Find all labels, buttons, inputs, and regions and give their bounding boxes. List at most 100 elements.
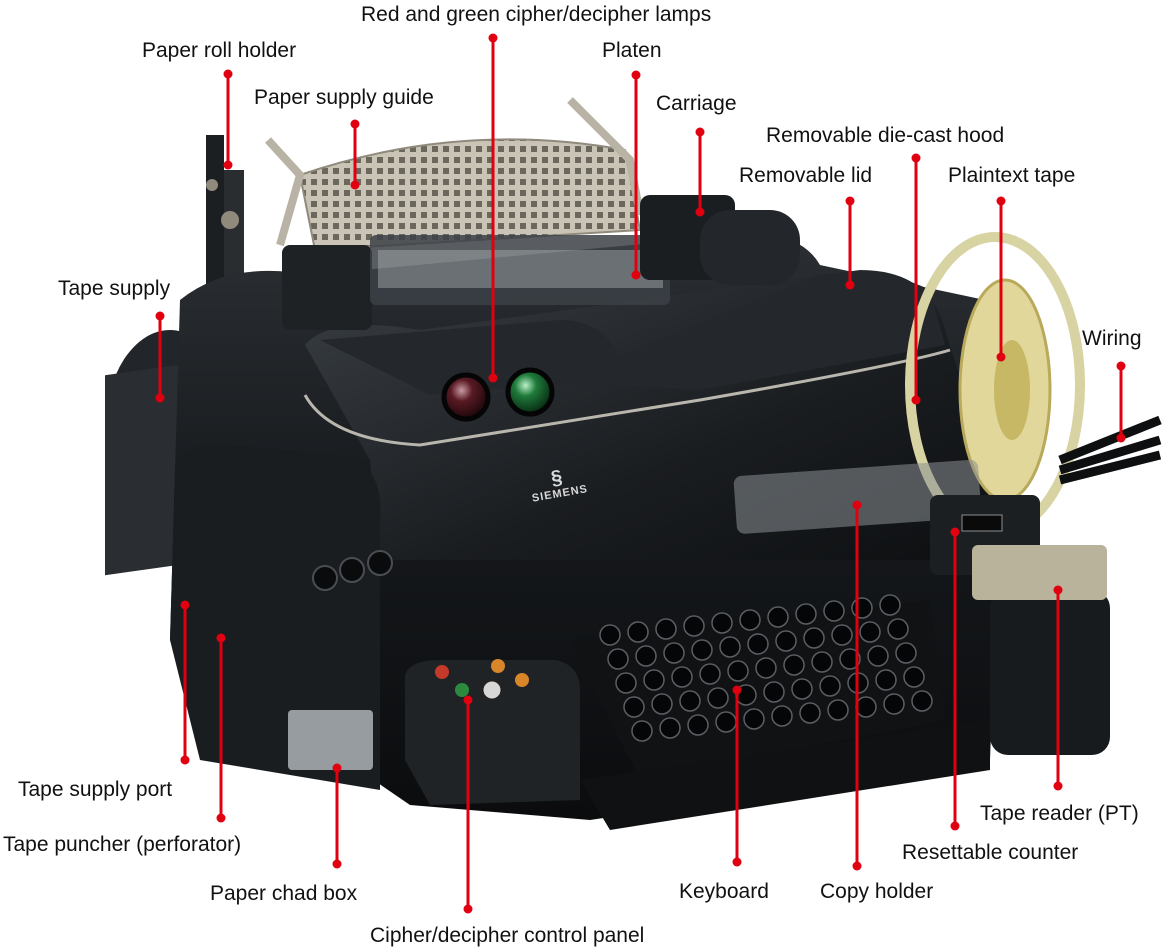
keyboard-key <box>623 696 645 718</box>
leader-dot-tape-supply-start <box>155 311 165 321</box>
leader-dot-platen-start <box>631 70 641 80</box>
keyboard-key <box>799 702 821 724</box>
counter-window <box>961 514 1003 532</box>
keyboard-keys <box>599 594 933 742</box>
panel-dial <box>480 678 504 702</box>
label-lamps: Red and green cipher/decipher lamps <box>361 3 712 26</box>
label-keyboard: Keyboard <box>679 880 769 903</box>
leader-dot-wiring-end <box>1116 433 1126 443</box>
leader-dot-lamps-end <box>488 373 498 383</box>
keyboard-key <box>775 630 797 652</box>
label-tape-supply: Tape supply <box>58 277 171 300</box>
leader-dot-tape-supply-port-start <box>180 600 190 610</box>
keyboard-key <box>811 651 833 673</box>
keyboard-key <box>719 636 741 658</box>
keyboard-key <box>771 705 793 727</box>
keyboard-key <box>795 603 817 625</box>
copy-holder-part <box>733 459 982 534</box>
leader-dot-die-cast-hood-end <box>911 395 921 405</box>
keyboard-key <box>643 669 665 691</box>
leader-dot-plaintext-tape-end <box>996 352 1006 362</box>
keyboard-key <box>699 663 721 685</box>
keyboard-key <box>763 681 785 703</box>
keyboard-key <box>651 693 673 715</box>
label-paper-supply-guide: Paper supply guide <box>254 86 434 109</box>
leader-dot-die-cast-hood-start <box>911 153 921 163</box>
leader-dot-paper-roll-holder-end <box>223 160 233 170</box>
leader-dot-cipher-panel-end <box>463 904 473 914</box>
label-resettable-counter: Resettable counter <box>902 841 1079 864</box>
label-tape-reader: Tape reader (PT) <box>980 802 1139 825</box>
keyboard-key <box>747 633 769 655</box>
keyboard-key <box>767 606 789 628</box>
leader-dot-cipher-panel-start <box>463 695 473 705</box>
paper-roll-holder-part <box>206 135 244 305</box>
keyboard-key <box>851 597 873 619</box>
keyboard-key <box>739 609 761 631</box>
mode-knobs <box>312 550 393 591</box>
keyboard-key <box>679 690 701 712</box>
keyboard-key <box>607 648 629 670</box>
platen-glass <box>378 250 663 288</box>
red-lamp <box>441 372 491 422</box>
keyboard-key <box>819 675 841 697</box>
leader-dot-carriage-start <box>695 127 705 137</box>
panel-button-green <box>455 683 469 697</box>
keyboard-key <box>707 687 729 709</box>
keyboard-key <box>711 612 733 634</box>
keyboard-key <box>615 672 637 694</box>
keyboard-key <box>655 618 677 640</box>
tape-reader-head <box>972 545 1107 600</box>
keyboard-key <box>687 714 709 736</box>
keyboard-key <box>895 642 917 664</box>
leader-dot-paper-supply-guide-end <box>350 180 360 190</box>
keyboard-key <box>855 696 877 718</box>
keyboard-key <box>599 624 621 646</box>
leader-dot-wiring-start <box>1116 361 1126 371</box>
leader-dot-keyboard-start <box>732 685 742 695</box>
keyboard-key <box>831 624 853 646</box>
wiring-cables <box>1058 415 1162 485</box>
keyboard-key <box>683 615 705 637</box>
label-cipher-panel: Cipher/decipher control panel <box>370 924 645 947</box>
perforator-module <box>170 444 381 790</box>
carriage-back <box>700 210 800 285</box>
leader-dot-paper-chad-box-start <box>332 763 342 773</box>
leader-dot-resettable-counter-end <box>950 821 960 831</box>
keyboard-key <box>715 711 737 733</box>
leader-dot-copy-holder-start <box>852 500 862 510</box>
leader-dot-tape-reader-start <box>1053 585 1063 595</box>
chad-box-part <box>288 710 373 770</box>
label-paper-chad-box: Paper chad box <box>210 882 358 905</box>
leader-dot-paper-chad-box-end <box>332 859 342 869</box>
leader-dot-paper-roll-holder-start <box>223 69 233 79</box>
leader-dot-tape-supply-port-end <box>180 755 190 765</box>
keyboard-key <box>803 627 825 649</box>
panel-button-orange <box>491 659 505 673</box>
keyboard-key <box>839 648 861 670</box>
keyboard-key <box>691 639 713 661</box>
keyboard-key <box>659 717 681 739</box>
leader-dot-resettable-counter-start <box>950 527 960 537</box>
label-wiring: Wiring <box>1082 327 1142 350</box>
plaintext-tape-reel <box>905 232 1085 538</box>
platen-bar <box>370 235 670 305</box>
paper-supply-guide-part <box>298 138 642 252</box>
leader-dot-paper-supply-guide-start <box>350 119 360 129</box>
leader-dot-lamps-start <box>488 33 498 43</box>
leader-dot-tape-reader-end <box>1053 781 1063 791</box>
keyboard-key <box>755 657 777 679</box>
leader-dot-copy-holder-end <box>852 861 862 871</box>
keyboard-key <box>791 678 813 700</box>
panel-button-orange-2 <box>515 673 529 687</box>
control-panel-part <box>405 660 580 805</box>
keyboard-key <box>635 645 657 667</box>
keyboard-key <box>867 645 889 667</box>
keyboard-key <box>859 621 881 643</box>
keyboard-key <box>827 699 849 721</box>
keyboard-key <box>631 720 653 742</box>
carriage-block <box>282 245 372 330</box>
leader-dot-carriage-end <box>695 207 705 217</box>
label-platen: Platen <box>602 39 662 62</box>
